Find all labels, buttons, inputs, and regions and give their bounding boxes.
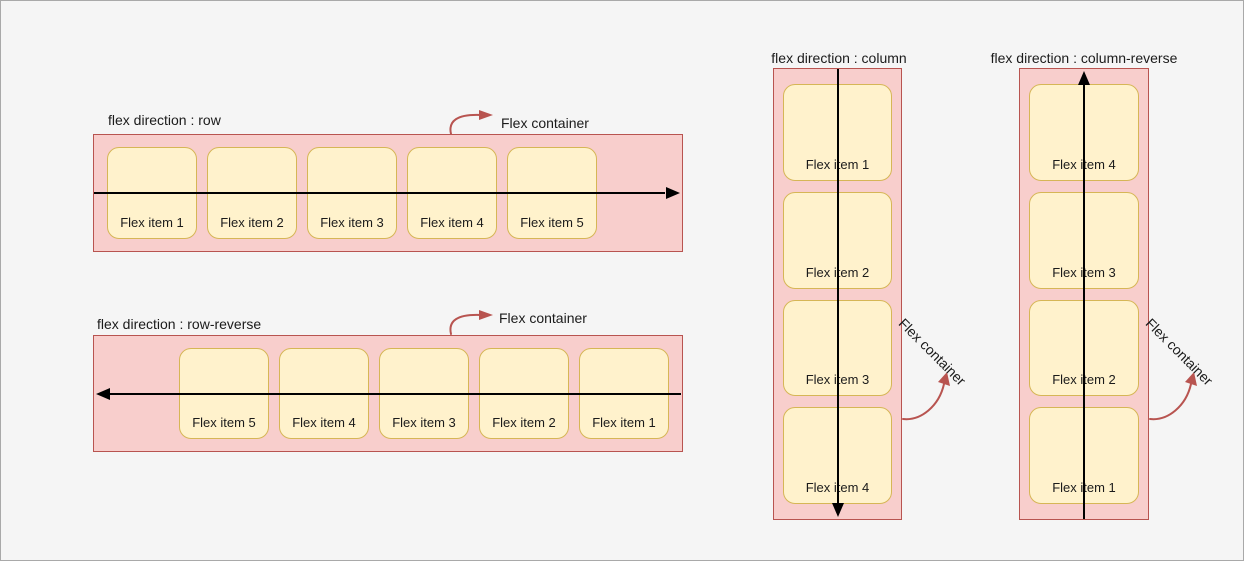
callout-curved-arrow-icon (449, 110, 493, 135)
main-axis-arrow-line (1083, 84, 1085, 519)
arrowhead-down-icon (831, 503, 844, 517)
callout-label-row: Flex container (501, 115, 589, 131)
arrowhead-left-icon (96, 388, 110, 400)
section-title-column-reverse: flex direction : column-reverse (990, 50, 1178, 66)
section-title-column: flex direction : column (771, 50, 907, 66)
callout-curved-arrow-icon (449, 310, 493, 335)
flex-item-label: Flex item 3 (392, 415, 456, 430)
flex-container-column-reverse: Flex item 1 Flex item 2 Flex item 3 Flex… (1019, 68, 1149, 520)
arrowhead-right-icon (666, 187, 680, 199)
callout-curved-arrow-icon (1149, 372, 1197, 421)
flex-item-label: Flex item 1 (592, 415, 656, 430)
callout-label-row-reverse: Flex container (499, 310, 587, 326)
callout-curved-arrow-icon (902, 372, 950, 421)
flex-item-label: Flex item 4 (420, 215, 484, 230)
main-axis-arrow-line (110, 393, 681, 395)
section-title-row-reverse: flex direction : row-reverse (97, 316, 262, 332)
flex-container-column: Flex item 1 Flex item 2 Flex item 3 Flex… (773, 68, 902, 520)
flex-container-row: Flex item 1 Flex item 2 Flex item 3 Flex… (93, 134, 683, 252)
flex-container-row-reverse: Flex item 1 Flex item 2 Flex item 3 Flex… (93, 335, 683, 452)
main-axis-arrow-line (94, 192, 665, 194)
flex-item-label: Flex item 2 (492, 415, 556, 430)
flex-item-label: Flex item 5 (192, 415, 256, 430)
section-title-row: flex direction : row (108, 112, 221, 128)
flex-item-label: Flex item 5 (520, 215, 584, 230)
flex-item-label: Flex item 1 (120, 215, 184, 230)
flex-item-label: Flex item 3 (320, 215, 384, 230)
flex-item-label: Flex item 4 (292, 415, 356, 430)
flex-item-label: Flex item 2 (220, 215, 284, 230)
arrowhead-up-icon (1078, 71, 1090, 85)
main-axis-arrow-line (836, 69, 839, 504)
